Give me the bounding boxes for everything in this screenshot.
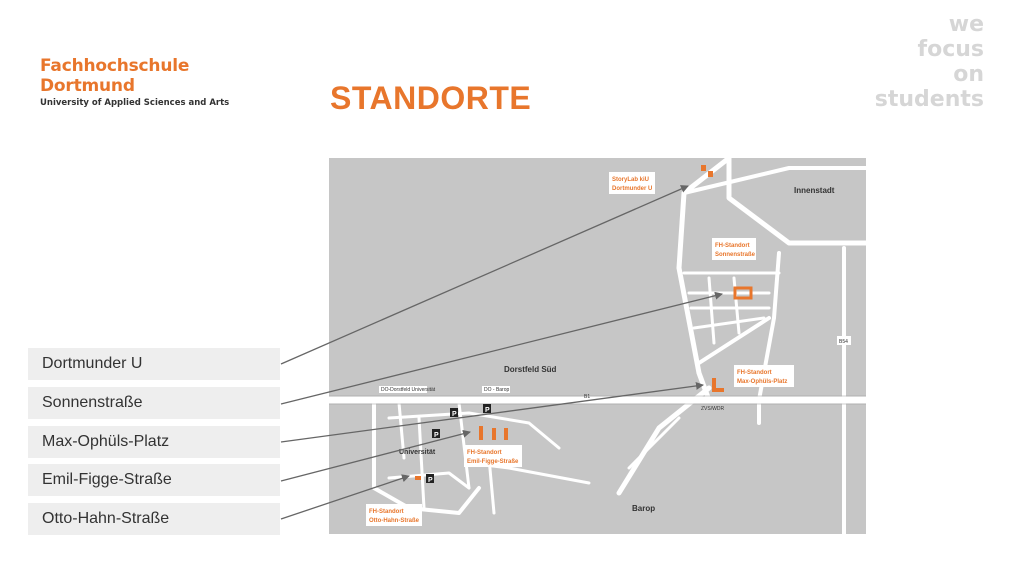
district-innenstadt: Innenstadt <box>794 186 835 195</box>
location-item-otto-hahn-strasse[interactable]: Otto-Hahn-Straße <box>28 503 280 536</box>
otto-label: FH-Standort <box>369 509 404 515</box>
storylab-label: StoryLab kiU <box>612 177 649 183</box>
marker-max-ophuels <box>712 378 724 392</box>
road-uni-2 <box>417 416 426 510</box>
label-box-max <box>734 365 794 387</box>
emil-label: Emil-Figge-Straße <box>467 459 519 465</box>
road-uni-5 <box>487 456 496 515</box>
otto-label: Otto-Hahn-Straße <box>369 518 420 524</box>
sonnen-label: FH-Standort <box>715 243 750 249</box>
marker-emil-figge-2 <box>492 428 496 440</box>
marker-emil-figge-3 <box>504 428 508 440</box>
parking-label: P <box>452 411 457 418</box>
logo-line-1: Fachhochschule <box>40 56 190 76</box>
location-item-sonnenstrasse[interactable]: Sonnenstraße <box>28 386 280 419</box>
district-dorstfeld-sued: Dorstfeld Süd <box>504 365 557 374</box>
location-item-dortmunder-u[interactable]: Dortmunder U <box>28 348 280 380</box>
slogan-line: we <box>948 12 984 37</box>
max-label: Max-Ophüls-Platz <box>737 379 787 385</box>
map-markers <box>415 165 753 480</box>
slogan: we focus on students <box>875 12 984 112</box>
b54-label: B54 <box>839 339 848 345</box>
slogan-line: students <box>874 87 984 112</box>
university-logo: Fachhochschule Dortmund University of Ap… <box>40 56 229 109</box>
max-label: FH-Standort <box>737 370 772 376</box>
station-uni-label: DO-Dorstfeld Universität <box>381 387 436 393</box>
marker-emil-figge-1 <box>479 426 483 440</box>
location-list: Dortmunder U Sonnenstraße Max-Ophüls-Pla… <box>28 348 280 542</box>
location-item-emil-figge-strasse[interactable]: Emil-Figge-Straße <box>28 464 280 497</box>
zvs-label: ZVS/WDR <box>701 406 724 412</box>
road-grid-6 <box>732 276 741 335</box>
road-uni-1 <box>387 411 561 450</box>
page-title: STANDORTE <box>330 80 532 116</box>
sonnen-label: Sonnenstraße <box>715 252 756 258</box>
map-roads <box>329 158 866 534</box>
storylab-label: Dortmunder U <box>612 186 652 192</box>
road-east <box>757 251 781 425</box>
parking-label: P <box>434 432 439 439</box>
parking-label: P <box>485 407 490 414</box>
marker-sonnenstrasse <box>733 286 753 300</box>
b1-label: B1 <box>584 394 590 400</box>
slogan-line: focus <box>917 37 984 62</box>
road-south-east-2 <box>627 416 681 470</box>
label-box-sonnen <box>712 238 756 260</box>
district-universitaet: Universität <box>399 449 436 456</box>
road-grid-5 <box>707 276 716 345</box>
road-top <box>682 166 866 195</box>
marker-otto-hahn <box>415 476 421 480</box>
district-barop: Barop <box>632 504 655 513</box>
label-box-emil <box>464 445 522 467</box>
emil-label: FH-Standort <box>467 450 502 456</box>
station-barop-label: DO - Barop <box>484 387 510 393</box>
slogan-line: on <box>953 62 984 87</box>
campus-map[interactable]: P P P P StoryLab kiU Dortmunder U FH-Sta… <box>329 158 866 534</box>
b54-box <box>837 336 851 345</box>
parking-label: P <box>428 477 433 484</box>
location-item-max-ophuels-platz[interactable]: Max-Ophüls-Platz <box>28 425 280 458</box>
map-label-boxes <box>366 172 794 526</box>
road-north <box>726 158 866 246</box>
logo-line-2: Dortmund <box>40 76 135 96</box>
marker-storylab <box>701 165 713 177</box>
logo-subtitle: University of Applied Sciences and Arts <box>40 98 230 108</box>
